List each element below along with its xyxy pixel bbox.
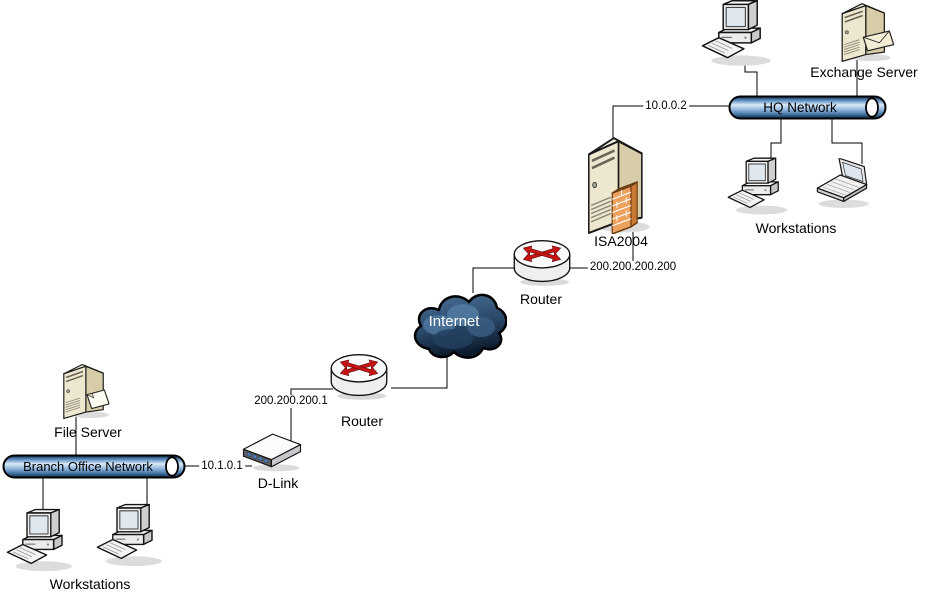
ip-label-branch-lan: 10.1.0.1 (199, 459, 245, 473)
branch-network-segment: Branch Office Network (2, 454, 186, 479)
ip-label-isa-external: 200.200.200.200 (587, 260, 679, 274)
ip-label-branch-router: 200.200.200.1 (252, 394, 330, 408)
link-hq-network-to-laptop (831, 118, 863, 164)
branch-router-label: Router (340, 413, 384, 429)
branch-workstation2-icon (96, 502, 166, 570)
hq-laptop-icon (815, 158, 875, 210)
dlink-label: D-Link (257, 475, 299, 491)
file-server-icon (58, 360, 116, 420)
dlink-switch-icon (240, 427, 304, 475)
internet-label: Internet (429, 313, 481, 330)
branch-router-icon (329, 352, 389, 402)
link-internet-to-branch-router (391, 357, 448, 389)
isa-server-label: ISA2004 (594, 233, 648, 249)
branch-network-label: Branch Office Network (23, 459, 153, 474)
ip-label-hq-internal: 10.0.0.2 (643, 99, 689, 113)
exchange-server-icon (834, 0, 900, 62)
hq-network-label: HQ Network (763, 100, 837, 115)
hq-workstations-label: Workstations (755, 220, 837, 236)
exchange-server-label: Exchange Server (810, 64, 918, 80)
hq-workstation-icon (698, 0, 778, 68)
hq-network-segment: HQ Network (728, 95, 887, 120)
pipe-end-cap (165, 456, 179, 477)
link-hq-network-to-desktop (770, 118, 782, 158)
link-router-to-internet (472, 267, 516, 293)
file-server-label: File Server (54, 424, 122, 440)
isa-server-icon (581, 132, 659, 234)
branch-workstation1-icon (6, 506, 76, 576)
link-isa-to-hq-network (612, 105, 730, 140)
hq-router-label: Router (519, 291, 563, 307)
pipe-end-cap (865, 97, 879, 118)
branch-workstations-label: Workstations (49, 576, 131, 592)
hq-desktop-icon (727, 153, 791, 221)
internet-cloud-icon: Internet (413, 293, 507, 359)
hq-router-icon (512, 238, 572, 288)
link-branch-router-to-dlink (290, 388, 333, 452)
